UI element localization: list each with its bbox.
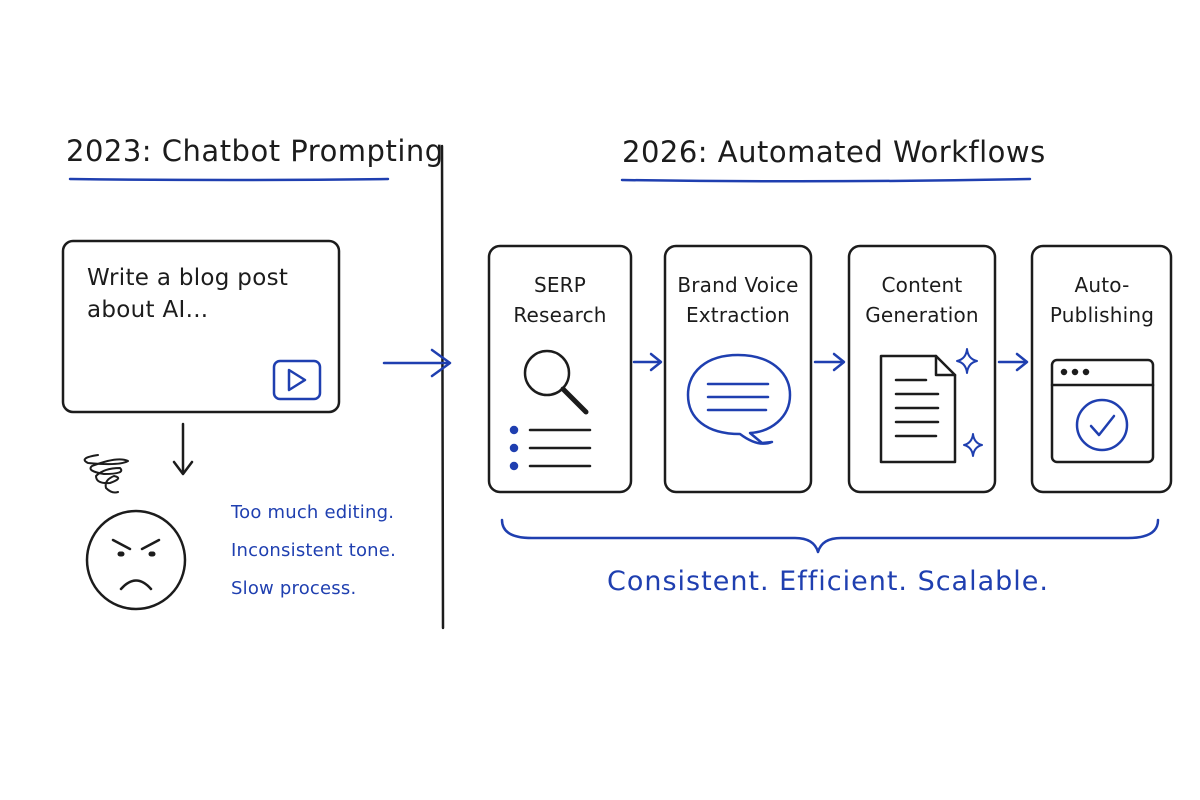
- pain-point: Inconsistent tone.: [231, 540, 396, 561]
- step-label-publishing: Auto-Publishing: [1049, 273, 1155, 327]
- step-label-content: Content Generation: [865, 273, 979, 327]
- step-arrow: [997, 352, 1029, 372]
- step-card-publishing: [1030, 244, 1173, 494]
- divider-line: [440, 144, 445, 630]
- right-heading-underline: [620, 177, 1032, 183]
- step-card-serp: [487, 244, 633, 494]
- tagline: Consistent. Efficient. Scalable.: [607, 566, 1049, 597]
- step-card-brand-voice: [663, 244, 813, 494]
- pain-point: Slow process.: [231, 578, 357, 599]
- angry-face-icon: [85, 509, 187, 611]
- sparkle-icon: [963, 433, 983, 457]
- browser-check-icon: [1050, 358, 1155, 464]
- send-button[interactable]: [272, 359, 322, 401]
- step-arrow: [632, 352, 663, 372]
- step-label-brand-voice: Brand Voice Extraction: [677, 273, 799, 327]
- left-heading: 2023: Chatbot Prompting: [66, 134, 444, 168]
- prompt-text: Write a blog post about AI...: [87, 265, 289, 323]
- send-icon: [287, 368, 307, 392]
- speech-bubble-icon: [686, 353, 792, 445]
- frustration-scribble-icon: [83, 454, 129, 494]
- step-arrow: [813, 352, 846, 372]
- right-heading: 2026: Automated Workflows: [622, 135, 1046, 169]
- left-heading-underline: [68, 177, 390, 182]
- transition-arrow: [382, 348, 452, 378]
- document-icon: [879, 354, 957, 464]
- prompt-box: [61, 239, 341, 414]
- step-card-content: [847, 244, 997, 494]
- down-arrow: [172, 422, 194, 476]
- summary-brace: [500, 518, 1160, 554]
- sparkle-icon: [956, 348, 978, 374]
- step-label-serp: SERP Research: [513, 273, 607, 327]
- pain-point: Too much editing.: [231, 502, 395, 523]
- results-list-icon: [509, 425, 592, 471]
- magnifier-icon: [523, 349, 589, 415]
